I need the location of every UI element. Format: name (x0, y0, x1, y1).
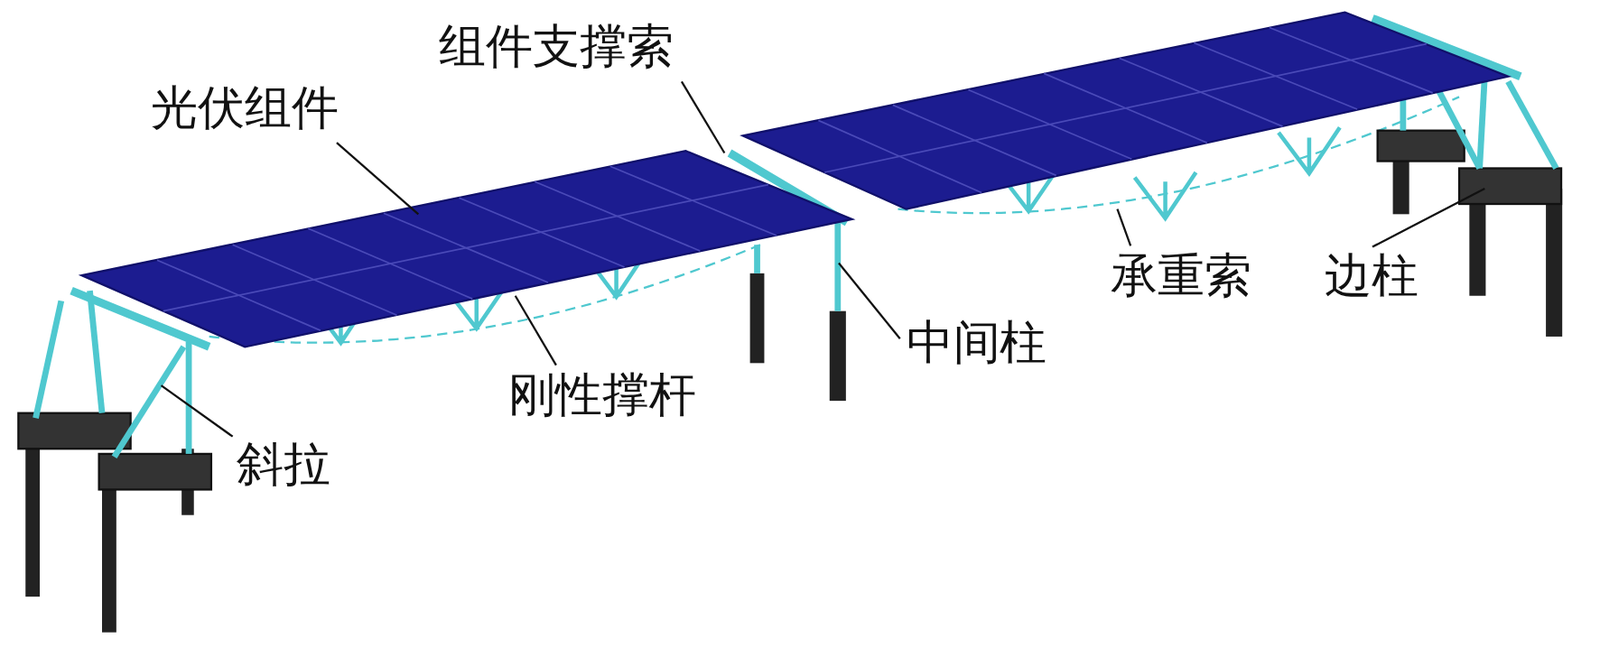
part-label: 中间柱 (906, 318, 1048, 366)
part-label: 光伏组件 (150, 83, 339, 131)
part-label: 刚性撑杆 (508, 371, 697, 419)
part-label: 承重索 (1110, 251, 1252, 299)
leader-lines (161, 81, 1486, 437)
part-label: 斜拉 (236, 440, 331, 488)
part-label: 边柱 (1324, 251, 1419, 299)
part-label: 组件支撑索 (438, 22, 674, 70)
